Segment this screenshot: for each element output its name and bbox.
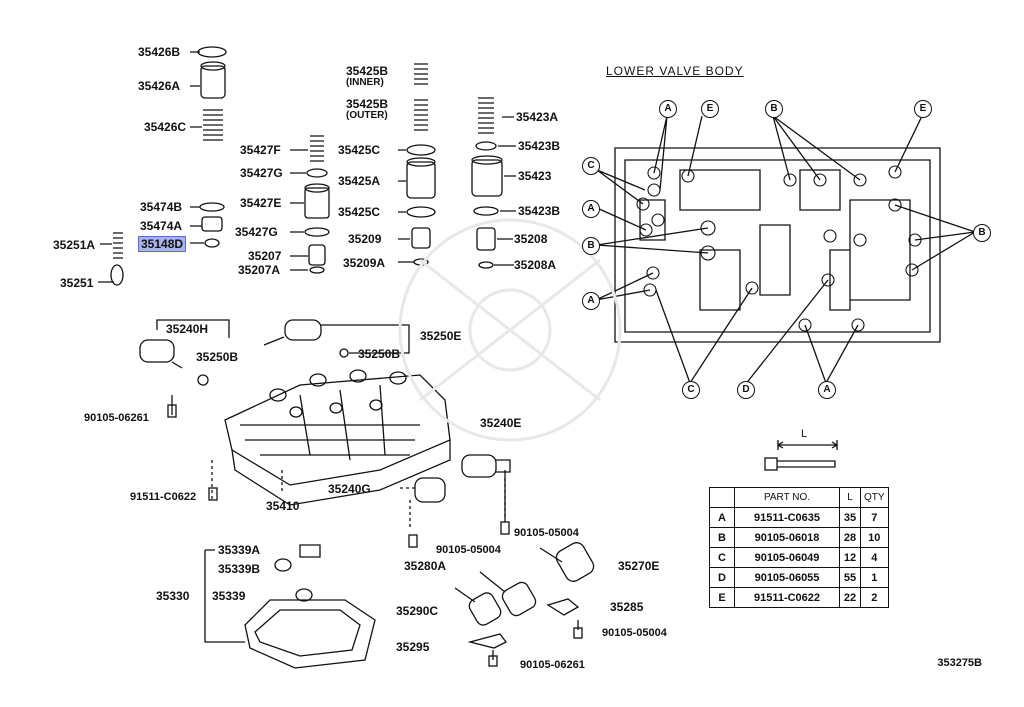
part-label[interactable]: 35427G bbox=[240, 166, 283, 180]
part-label[interactable]: 90105-06261 bbox=[84, 412, 149, 424]
part-label[interactable]: 35209A bbox=[343, 256, 386, 270]
callout-circle: B bbox=[582, 237, 600, 255]
table-header bbox=[709, 487, 735, 508]
table-cell: 1 bbox=[860, 567, 889, 588]
callout-circle: E bbox=[701, 100, 719, 118]
table-cell[interactable]: 91511-C0635 bbox=[734, 507, 840, 528]
part-label[interactable]: 35209 bbox=[348, 232, 382, 246]
part-label[interactable]: 35207 bbox=[248, 249, 282, 263]
diagram-code: 353275B bbox=[937, 657, 982, 669]
table-header: PART NO. bbox=[734, 487, 840, 508]
part-label[interactable]: 35208A bbox=[514, 258, 557, 272]
part-label[interactable]: 35330 bbox=[156, 589, 190, 603]
part-label[interactable]: 35423B bbox=[518, 204, 561, 218]
table-cell: 55 bbox=[839, 567, 861, 588]
table-cell: D bbox=[709, 567, 735, 588]
part-label[interactable]: 35427E bbox=[240, 196, 282, 210]
part-label[interactable]: 35208 bbox=[514, 232, 548, 246]
table-cell[interactable]: 91511-C0622 bbox=[734, 587, 840, 608]
part-label[interactable]: 35285 bbox=[610, 600, 644, 614]
table-cell[interactable]: 90105-06055 bbox=[734, 567, 840, 588]
part-label[interactable]: 35240H bbox=[166, 322, 209, 336]
table-cell: 35 bbox=[839, 507, 861, 528]
part-label[interactable]: 35425A bbox=[338, 174, 381, 188]
part-label[interactable]: 35425C bbox=[338, 205, 381, 219]
part-label[interactable]: 35474B bbox=[140, 200, 183, 214]
table-cell: 22 bbox=[839, 587, 861, 608]
part-label[interactable]: 90105-06261 bbox=[520, 659, 585, 671]
part-label[interactable]: 35207A bbox=[238, 263, 281, 277]
part-label[interactable]: 35423A bbox=[516, 110, 559, 124]
part-label[interactable]: 35425B bbox=[346, 64, 389, 78]
table-row: C 90105-06049 12 4 bbox=[709, 547, 889, 568]
part-label[interactable]: 90105-05004 bbox=[436, 544, 501, 556]
table-header: QTY bbox=[860, 487, 889, 508]
table-cell: 28 bbox=[839, 527, 861, 548]
callout-circle: A bbox=[659, 100, 677, 118]
part-label[interactable]: 35427G bbox=[235, 225, 278, 239]
part-label[interactable]: 35425C bbox=[338, 143, 381, 157]
table-cell: 7 bbox=[860, 507, 889, 528]
part-label[interactable]: 90105-05004 bbox=[514, 527, 579, 539]
table-cell: A bbox=[709, 507, 735, 528]
part-label[interactable]: 35426B bbox=[138, 45, 181, 59]
part-label[interactable]: 35251A bbox=[53, 238, 96, 252]
part-label[interactable]: 91511-C0622 bbox=[130, 491, 197, 503]
part-label[interactable]: 35410 bbox=[266, 499, 300, 513]
table-row: E 91511-C0622 22 2 bbox=[709, 587, 889, 608]
table-cell: 12 bbox=[839, 547, 861, 568]
part-label[interactable]: 35423B bbox=[518, 139, 561, 153]
callout-circle: B bbox=[765, 100, 783, 118]
part-label[interactable]: 35295 bbox=[396, 640, 430, 654]
table-row: A 91511-C0635 35 7 bbox=[709, 507, 889, 528]
table-cell: B bbox=[709, 527, 735, 548]
callout-circle: C bbox=[682, 381, 700, 399]
part-label[interactable]: 35339 bbox=[212, 589, 246, 603]
table-cell: E bbox=[709, 587, 735, 608]
part-label[interactable]: 35250B bbox=[358, 347, 401, 361]
part-label[interactable]: 35290C bbox=[396, 604, 439, 618]
part-label[interactable]: 35280A bbox=[404, 559, 447, 573]
part-label[interactable]: 35426A bbox=[138, 79, 181, 93]
table-cell[interactable]: 90105-06018 bbox=[734, 527, 840, 548]
table-cell: C bbox=[709, 547, 735, 568]
table-cell[interactable]: 90105-06049 bbox=[734, 547, 840, 568]
part-sublabel: (OUTER) bbox=[346, 110, 388, 121]
part-label[interactable]: 35426C bbox=[144, 120, 187, 134]
bolt-parts-table: PART NO. L QTY A 91511-C0635 35 7 B 9010… bbox=[709, 487, 889, 608]
table-cell: 4 bbox=[860, 547, 889, 568]
part-label[interactable]: 35339B bbox=[218, 562, 261, 576]
part-label[interactable]: 35423 bbox=[518, 169, 552, 183]
table-header: L bbox=[839, 487, 861, 508]
part-label[interactable]: 35250E bbox=[420, 329, 462, 343]
part-label[interactable]: 35270E bbox=[618, 559, 660, 573]
diagram-title: LOWER VALVE BODY bbox=[606, 64, 744, 78]
part-label[interactable]: 35427F bbox=[240, 143, 281, 157]
callout-circle: D bbox=[737, 381, 755, 399]
callout-circle: A bbox=[818, 381, 836, 399]
table-cell: 2 bbox=[860, 587, 889, 608]
part-label-highlighted[interactable]: 35148D bbox=[137, 236, 187, 252]
callout-circle: A bbox=[582, 292, 600, 310]
part-label[interactable]: 35250B bbox=[196, 350, 239, 364]
table-cell: 10 bbox=[860, 527, 889, 548]
part-label[interactable]: 35425B bbox=[346, 97, 389, 111]
part-label[interactable]: 90105-05004 bbox=[602, 627, 667, 639]
part-sublabel: (INNER) bbox=[346, 77, 384, 88]
table-row: D 90105-06055 55 1 bbox=[709, 567, 889, 588]
part-label[interactable]: 35240E bbox=[480, 416, 522, 430]
callout-circle: C bbox=[582, 157, 600, 175]
table-row: B 90105-06018 28 10 bbox=[709, 527, 889, 548]
bolt-length-label: L bbox=[801, 428, 808, 440]
callout-circle: E bbox=[914, 100, 932, 118]
part-label[interactable]: 35240G bbox=[328, 482, 371, 496]
callout-circle: A bbox=[582, 200, 600, 218]
table-header-row: PART NO. L QTY bbox=[709, 487, 889, 508]
callout-circle: B bbox=[973, 224, 991, 242]
part-label[interactable]: 35474A bbox=[140, 219, 183, 233]
part-label[interactable]: 35339A bbox=[218, 543, 261, 557]
part-label[interactable]: 35251 bbox=[60, 276, 94, 290]
